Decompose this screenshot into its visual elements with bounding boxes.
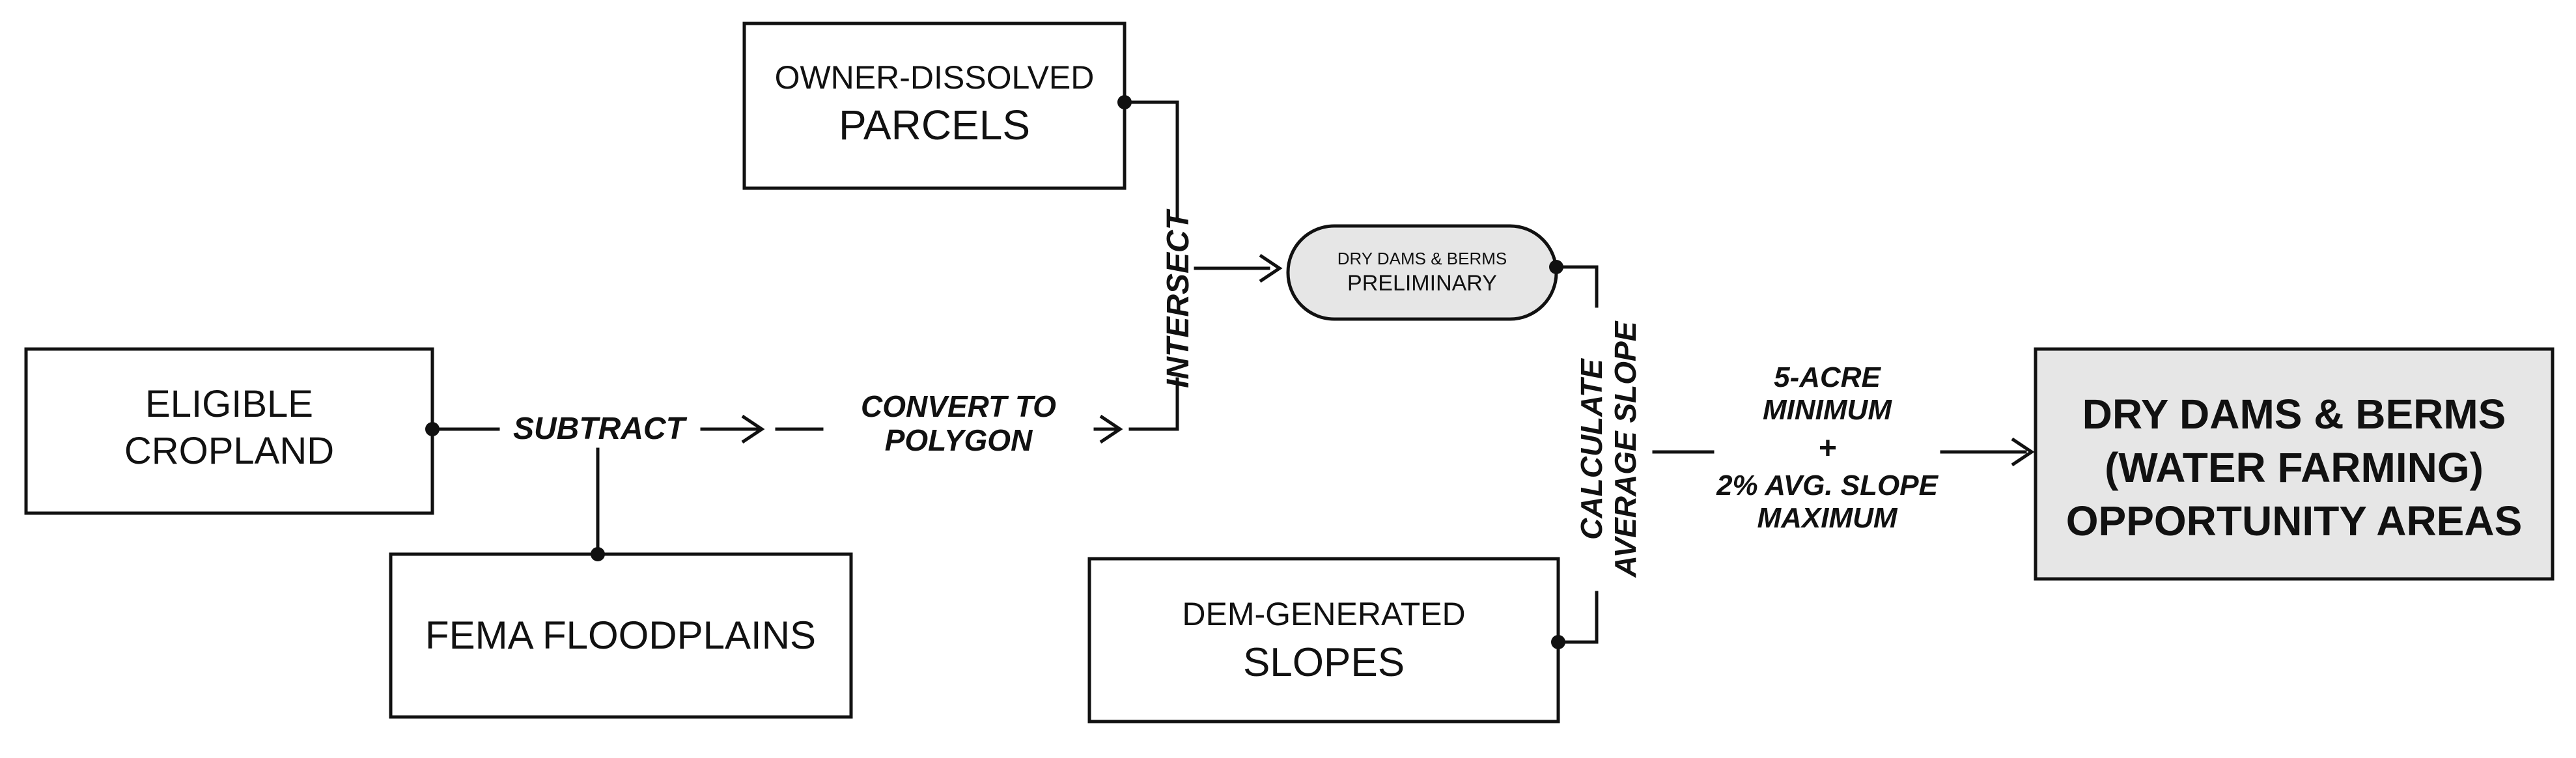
opportunity-areas-line3: OPPORTUNITY AREAS [2066,498,2523,544]
owner-parcels-line1: OWNER-DISSOLVED [775,59,1095,96]
eligible-cropland-line1: ELIGIBLE [145,383,313,425]
criteria-line2: MINIMUM [1763,394,1892,426]
arrowhead-output-icon [2011,437,2035,467]
connector-dem-calc [1556,591,1599,644]
opportunity-areas-line2: (WATER FARMING) [2105,444,2484,491]
arrowhead-convert-icon [1099,414,1123,444]
dot-prelim [1549,260,1563,274]
node-owner-dissolved-parcels: OWNER-DISSOLVED PARCELS [742,21,1127,190]
node-fema-floodplains: FEMA FLOODPLAINS [389,552,853,719]
arrowhead-intersect-icon [1259,253,1283,283]
dry-dams-prelim-line2: PRELIMINARY [1347,271,1497,296]
connector-prelim-calc [1554,265,1599,308]
subtract-label: SUBTRACT [513,412,688,446]
convert-label-line2: POLYGON [885,423,1033,457]
criteria-label: 5-ACRE MINIMUM + 2% AVG. SLOPE MAXIMUM [1716,361,1939,534]
opportunity-areas-line1: DRY DAMS & BERMS [2082,391,2506,438]
connector-parcels-intersect [1123,100,1179,221]
intersect-label: INTERSECT [1161,208,1196,388]
calc-label-line2: AVERAGE SLOPE [1608,320,1642,578]
dot-parcels [1117,95,1132,109]
convert-label-line1: CONVERT TO [861,389,1056,423]
dem-slopes-line2: SLOPES [1243,640,1405,685]
dot-dem [1551,635,1565,649]
connector-dots [425,95,1565,649]
dem-slopes-line1: DEM-GENERATED [1182,596,1465,632]
node-dry-dams-preliminary: DRY DAMS & BERMS PRELIMINARY [1286,224,1558,321]
arrowheads [741,253,2035,467]
criteria-line1: 5-ACRE [1774,361,1881,393]
node-opportunity-areas: DRY DAMS & BERMS (WATER FARMING) OPPORTU… [2034,347,2555,581]
dot-cropland [425,422,440,436]
connectors [430,100,2027,644]
node-eligible-cropland: ELIGIBLE CROPLAND [24,347,434,515]
criteria-line4: 2% AVG. SLOPE [1716,470,1939,501]
dot-floodplains [591,547,605,561]
dry-dams-prelim-line1: DRY DAMS & BERMS [1337,249,1507,268]
owner-parcels-line2: PARCELS [839,102,1030,148]
connector-convert-intersect [1128,377,1179,431]
eligible-cropland-line2: CROPLAND [124,430,334,472]
fema-floodplains-label: FEMA FLOODPLAINS [425,613,816,657]
criteria-line5: MAXIMUM [1757,502,1897,534]
node-dem-generated-slopes: DEM-GENERATED SLOPES [1087,557,1560,723]
calc-label-line1: CALCULATE [1575,358,1608,540]
criteria-plus: + [1818,431,1836,466]
arrowhead-subtract-icon [741,414,765,444]
